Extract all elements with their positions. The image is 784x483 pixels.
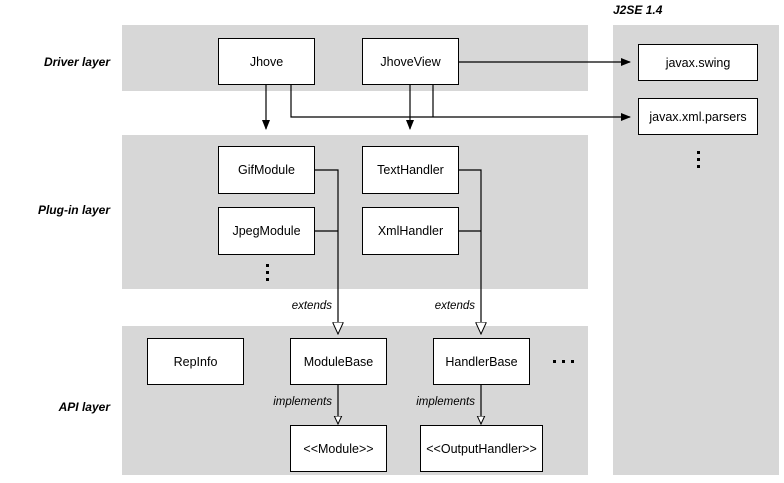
edge-label-extends-module: extends (291, 300, 332, 312)
edge-label-implements-module: implements (273, 396, 332, 408)
node-jhoveview[interactable]: JhoveView (362, 38, 459, 85)
node-outputhandler-interface[interactable]: <<OutputHandler>> (420, 425, 543, 472)
node-jpegmodule[interactable]: JpegModule (218, 207, 315, 255)
api-ellipsis-icon (545, 352, 581, 370)
node-javax-xml-parsers[interactable]: javax.xml.parsers (638, 98, 758, 135)
driver-layer-panel (122, 25, 588, 91)
plugin-layer-panel (122, 135, 588, 289)
layer-label-plugin: Plug-in layer (37, 203, 110, 217)
j2se-title: J2SE 1.4 (613, 3, 663, 17)
j2se-panel (613, 25, 779, 475)
node-xmlhandler[interactable]: XmlHandler (362, 207, 459, 255)
node-jhove[interactable]: Jhove (218, 38, 315, 85)
edge-label-extends-handler: extends (434, 300, 475, 312)
node-handlerbase[interactable]: HandlerBase (433, 338, 530, 385)
layer-label-driver: Driver layer (43, 55, 110, 69)
node-repinfo[interactable]: RepInfo (147, 338, 244, 385)
node-gifmodule[interactable]: GifModule (218, 146, 315, 194)
layer-label-api: API layer (58, 400, 110, 414)
node-module-interface[interactable]: <<Module>> (290, 425, 387, 472)
node-javax-swing[interactable]: javax.swing (638, 44, 758, 81)
plugin-ellipsis-icon (257, 260, 277, 284)
edge-label-implements-handler: implements (416, 396, 475, 408)
node-texthandler[interactable]: TextHandler (362, 146, 459, 194)
node-modulebase[interactable]: ModuleBase (290, 338, 387, 385)
j2se-ellipsis-icon (688, 146, 708, 172)
